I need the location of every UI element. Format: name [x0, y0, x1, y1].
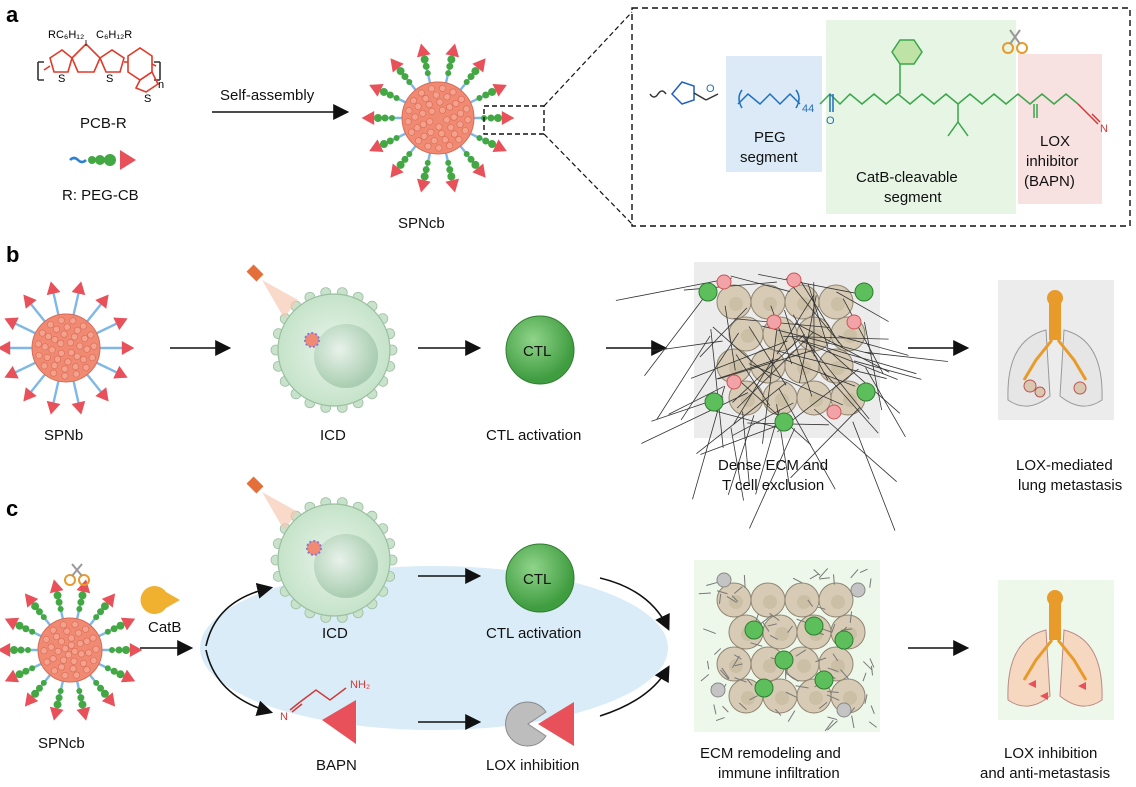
icd-cell-c: [270, 497, 398, 623]
lox-segment-bg: [1018, 54, 1102, 204]
monomer-label: PCB-R: [80, 115, 127, 132]
icd-label-b: ICD: [320, 427, 346, 444]
lung-label-c-line1: LOX inhibition: [1004, 745, 1097, 762]
ecm-label-b-line2: T cell exclusion: [722, 477, 824, 494]
remodeled-ecm-illustration: [698, 568, 877, 732]
bapn-nitrogen: N: [280, 711, 288, 723]
oxygen-atom: O: [706, 83, 715, 95]
carbonyl-oxygen: O: [826, 115, 835, 127]
ctl-cell-c: [505, 543, 575, 613]
sulfur-atom-2: S: [106, 73, 113, 85]
lung-label-b-line1: LOX-mediated: [1016, 457, 1113, 474]
structure-box: [631, 7, 1131, 227]
lox-segment-line3: (BAPN): [1024, 173, 1075, 190]
nitrile-nitrogen: N: [1100, 123, 1108, 135]
catb-segment-line1: CatB-cleavable: [856, 169, 958, 186]
substituent-left: RC₆H₁₂: [48, 29, 84, 41]
icd-cell-b: [270, 287, 398, 413]
ctl-cell-text-c: CTL: [523, 571, 551, 588]
ctl-label-b: CTL activation: [486, 427, 581, 444]
ctl-cell-b: [505, 315, 575, 385]
flashlight-icon-b: [246, 264, 298, 318]
panel-letter-a: a: [6, 2, 19, 27]
lung-metastasis-icon: [1007, 290, 1103, 407]
r-group-label: R: PEG-CB: [62, 187, 139, 204]
peg-segment-line2: segment: [740, 149, 798, 166]
zoom-line-top: [543, 11, 633, 107]
self-assembly-label: Self-assembly: [220, 87, 315, 104]
catb-enzyme-icon: [140, 586, 180, 615]
peg-segment-line1: PEG: [754, 129, 786, 146]
panel-letter-c: c: [6, 496, 18, 521]
pathway-ellipse: [200, 566, 668, 730]
arrow-c4-up: [599, 577, 670, 631]
scissors-icon: [1002, 29, 1028, 54]
spnb-label: SPNb: [44, 427, 83, 444]
sulfur-atom-1: S: [58, 73, 65, 85]
panel-letter-b: b: [6, 242, 19, 267]
r-group-glyph: [69, 150, 136, 170]
healthy-lung-icon: [1007, 590, 1103, 707]
catb-segment-line2: segment: [884, 189, 942, 206]
ctl-cell-text-b: CTL: [523, 343, 551, 360]
ecm-label-b-line1: Dense ECM and: [718, 457, 828, 474]
lung-label-b-line2: lung metastasis: [1018, 477, 1122, 494]
bapn-structure: [289, 687, 356, 744]
zoom-line-bottom: [543, 133, 633, 225]
bapn-amine: NH₂: [350, 679, 370, 691]
lox-inhibition-label: LOX inhibition: [486, 757, 579, 774]
sulfur-atom-3: S: [144, 93, 151, 105]
peg-repeat-count: 44: [802, 103, 814, 115]
linker-structure: [649, 39, 1101, 137]
dense-ecm-illustration: [615, 272, 948, 531]
spncb-label-c: SPNcb: [38, 735, 85, 752]
flashlight-icon-c: [246, 476, 298, 530]
lung-label-c-line2: and anti-metastasis: [980, 765, 1110, 782]
lox-segment-line1: LOX: [1040, 133, 1070, 150]
ecm-label-c-line1: ECM remodeling and: [700, 745, 841, 762]
spncb-nanoparticle-a: [361, 43, 515, 193]
ctl-label-c: CTL activation: [486, 625, 581, 642]
arrow-c4-down: [599, 665, 670, 717]
spncb-nanoparticle-c: [0, 579, 143, 721]
spnb-nanoparticle: [0, 281, 135, 415]
lox-inhibition-icon: [505, 701, 574, 747]
zoom-box: [483, 105, 545, 135]
arrow-c-up: [205, 582, 274, 647]
bapn-label: BAPN: [316, 757, 357, 774]
repeat-n: n: [158, 79, 164, 91]
arrow-c-down: [205, 649, 274, 717]
pcb-r-structure: [37, 42, 161, 93]
scissors-icon-c: [64, 563, 90, 586]
spncb-label-a: SPNcb: [398, 215, 445, 232]
peg-segment-bg: [726, 56, 822, 172]
catb-label: CatB: [148, 619, 181, 636]
ecm-label-c-line2: immune infiltration: [718, 765, 840, 782]
icd-label-c: ICD: [322, 625, 348, 642]
lox-segment-line2: inhibitor: [1026, 153, 1079, 170]
substituent-right: C₆H₁₂R: [96, 29, 132, 41]
